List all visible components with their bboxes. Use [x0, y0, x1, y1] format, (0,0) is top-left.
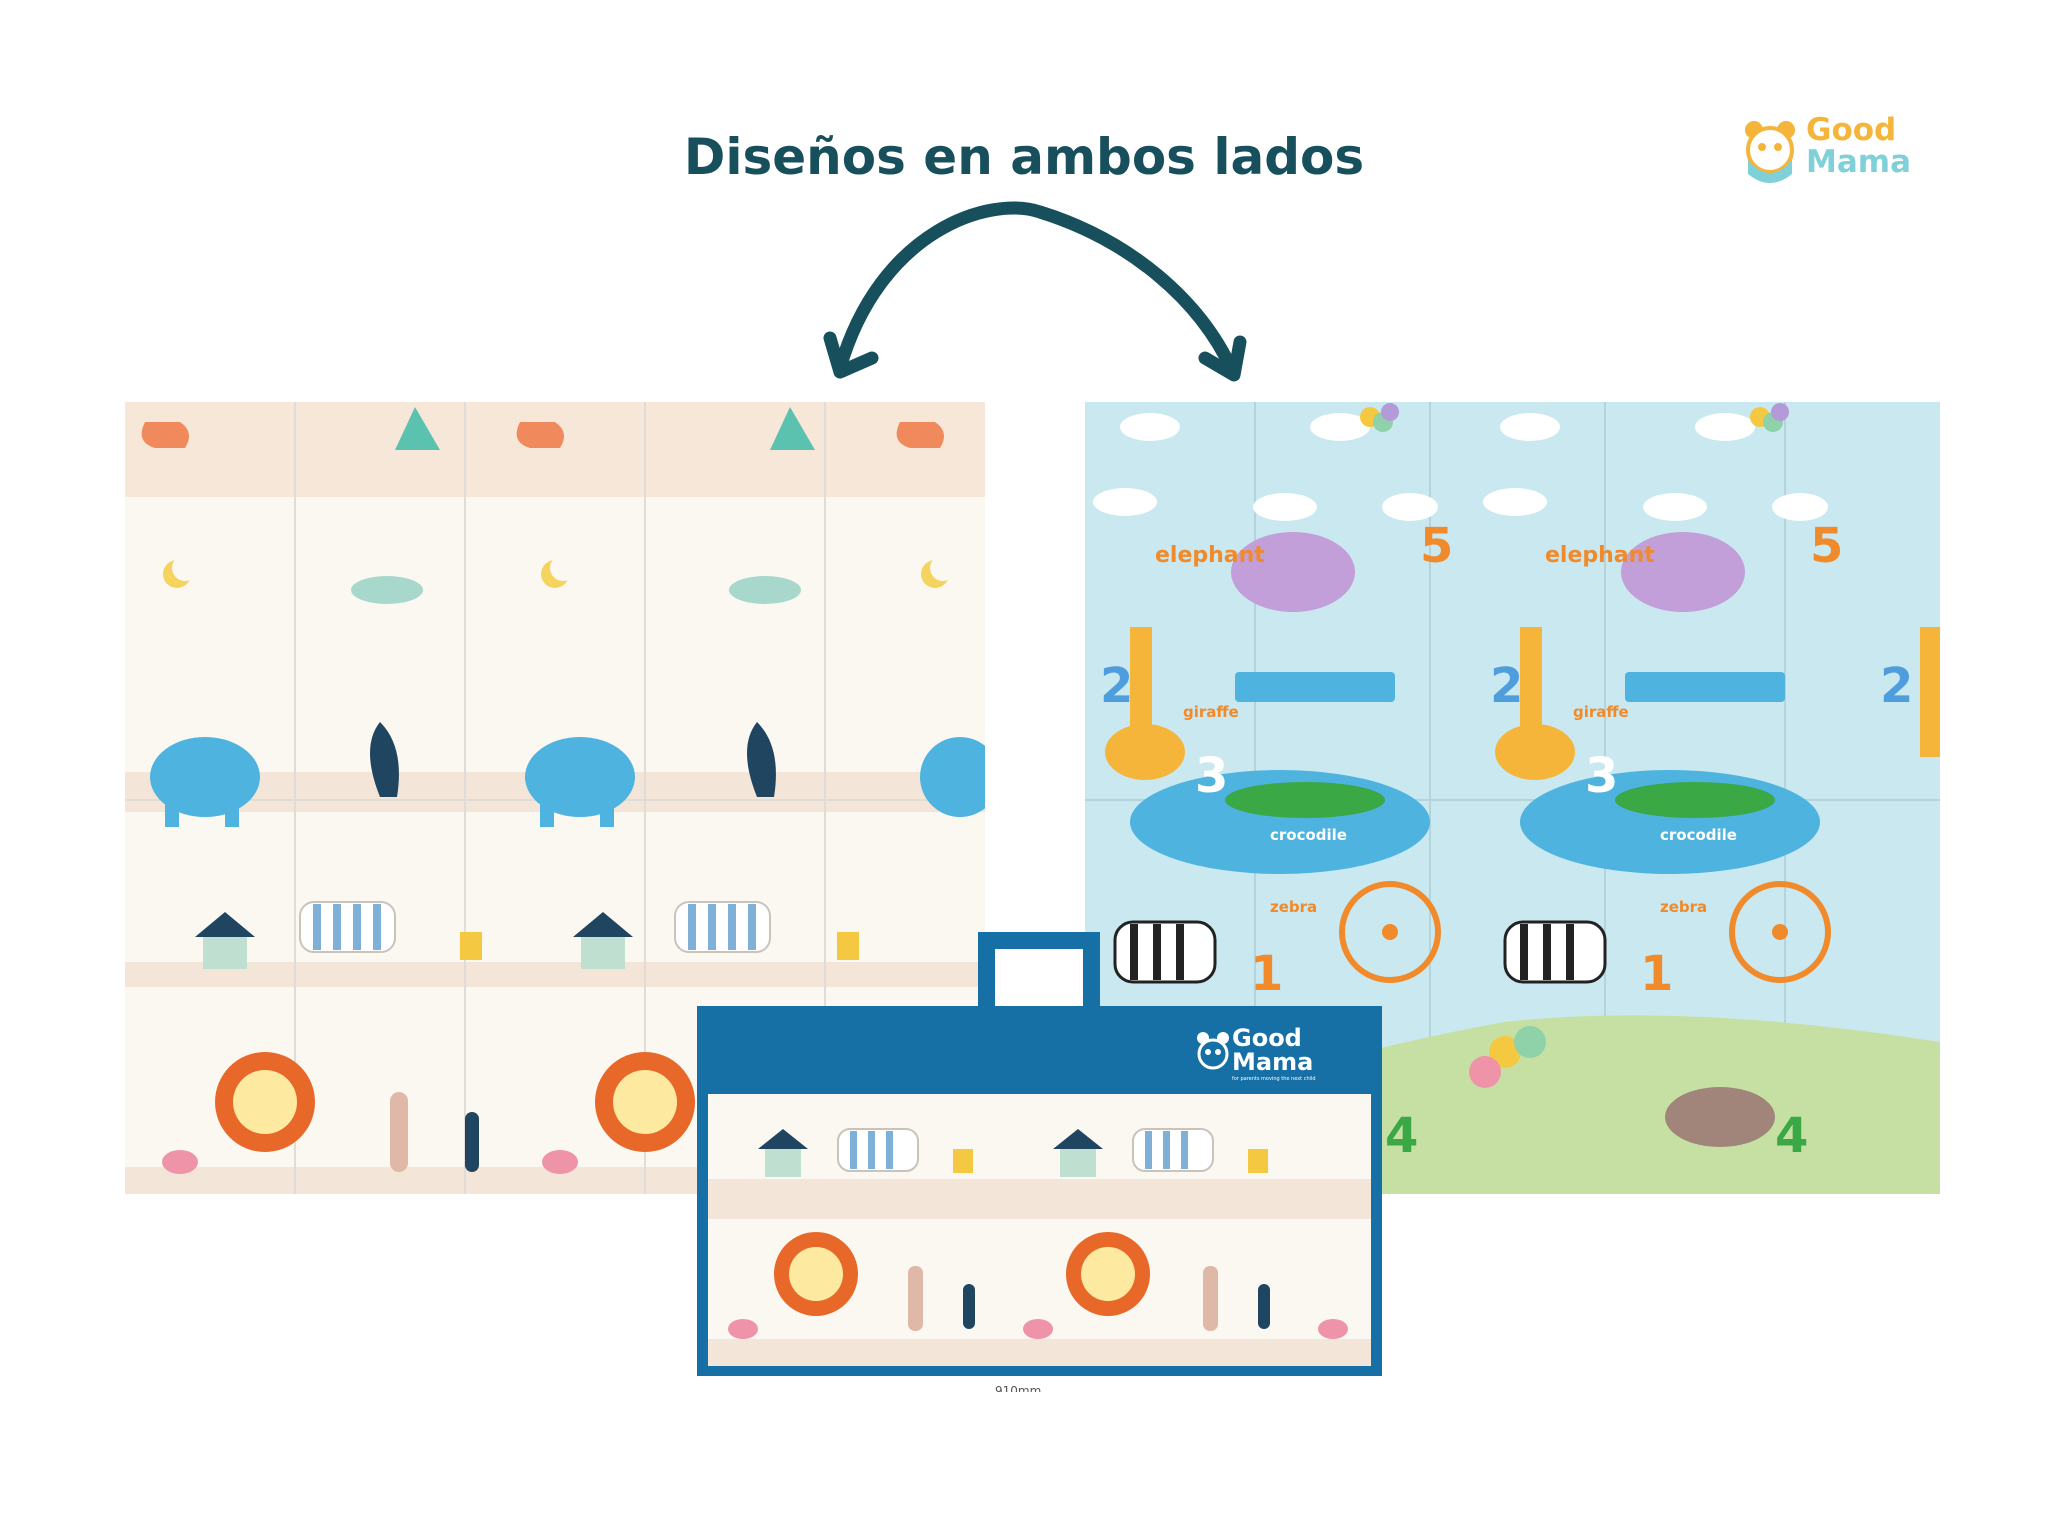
brand-line-1: Good [1806, 112, 1897, 148]
house-icon [195, 912, 859, 969]
brand-logo: Good Mama [1740, 112, 1930, 192]
label-crocodile-repeat: crocodile [1660, 826, 1737, 844]
number-3-repeat: 3 [1585, 748, 1618, 804]
number-2-edge: 2 [1880, 658, 1913, 714]
number-3: 3 [1195, 748, 1228, 804]
number-2-repeat: 2 [1490, 658, 1523, 714]
mat-side-b-illustration: elephant elephant giraffe giraffe crocod… [1085, 402, 1940, 1194]
ferris-wheel-icon [1339, 881, 1831, 983]
number-1-repeat: 1 [1640, 946, 1673, 1002]
bird-icon [162, 1150, 578, 1174]
label-elephant-repeat: elephant [1545, 543, 1655, 568]
zebra-icon [299, 901, 771, 953]
brand-line-2: Mama [1806, 144, 1911, 180]
bag-brand-line-1: Good [1232, 1024, 1302, 1052]
bird-icon [728, 1319, 1348, 1339]
cactus-icon [908, 1266, 1270, 1331]
house-icon [758, 1129, 1268, 1177]
label-crocodile: crocodile [1270, 826, 1347, 844]
zebra-icon [837, 1128, 1214, 1172]
lion-icon [774, 1232, 1150, 1316]
elephant-icon [150, 737, 985, 827]
tree-icon [370, 722, 776, 797]
moon-icon [163, 555, 956, 588]
bag-tagline: for parents moving the next child [1232, 1076, 1316, 1082]
bag-dimension-label: 910mm [995, 1384, 1042, 1392]
mat-side-a-illustration [125, 402, 985, 1194]
number-4-repeat: 4 [1775, 1108, 1808, 1164]
cloud-icon [351, 576, 801, 604]
cactus-icon [390, 1092, 479, 1172]
lion-icon [215, 1052, 695, 1152]
balloon-icon [1360, 403, 1789, 1088]
mat-side-a [125, 402, 985, 1194]
bag-window-illustration [708, 1128, 1371, 1366]
number-2: 2 [1100, 658, 1133, 714]
bag-window [708, 1094, 1371, 1366]
number-4: 4 [1385, 1108, 1418, 1164]
zebra-icon [1113, 920, 1607, 984]
label-giraffe-repeat: giraffe [1573, 703, 1629, 721]
mountain-icon [395, 407, 815, 450]
bag-brand-line-2: Mama [1232, 1048, 1314, 1076]
squirrel-icon [141, 422, 944, 448]
giraffe-icon [1105, 627, 1940, 780]
number-1: 1 [1250, 946, 1283, 1002]
label-zebra-repeat: zebra [1660, 898, 1707, 916]
label-elephant: elephant [1155, 543, 1265, 568]
panda-icon [1197, 1032, 1229, 1070]
number-5: 5 [1420, 518, 1453, 574]
double-headed-curved-arrow-icon [823, 201, 1247, 382]
label-giraffe: giraffe [1183, 703, 1239, 721]
cloud-icon [1093, 413, 1828, 521]
deer-icon [1665, 1087, 1775, 1147]
page-title: Diseños en ambos lados [683, 128, 1365, 186]
elephant-icon [1231, 532, 1745, 612]
label-zebra: zebra [1270, 898, 1317, 916]
crocodile-icon [1225, 782, 1775, 818]
panda-icon [1745, 121, 1795, 183]
train-icon [1235, 672, 1785, 702]
number-5-repeat: 5 [1810, 518, 1843, 574]
